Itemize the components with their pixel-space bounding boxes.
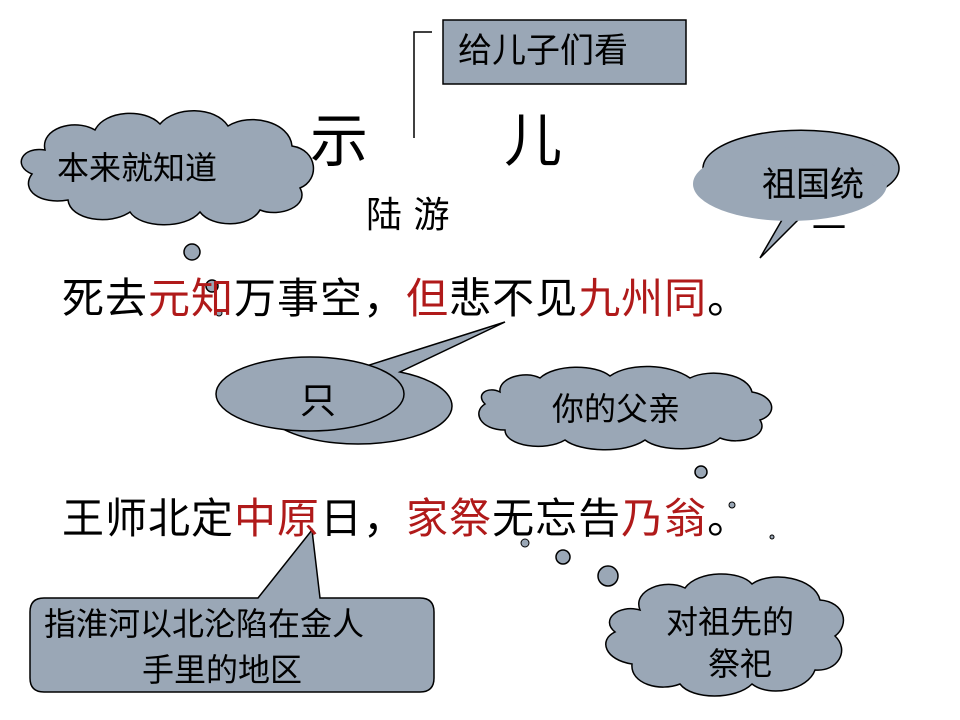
yuanzhi-dot-3: [215, 309, 223, 317]
jiaji-dot-2: [555, 549, 571, 565]
yuanzhi-dot-1: [183, 243, 201, 261]
zhongyuan-note-line-2: 手里的地区: [142, 651, 303, 689]
poem-segment-highlighted: 九州同: [578, 274, 708, 323]
jiaji-dot-3: [597, 565, 619, 587]
poem-segment-highlighted: 乃翁: [621, 494, 708, 543]
naiweng-dot-1: [694, 465, 708, 479]
title-note-box: [442, 19, 687, 85]
jiuzhou-note-line-2: 一: [812, 209, 846, 249]
poem-title-char-1: 示: [310, 107, 369, 175]
poem-line-1: 死去元知万事空，但悲不见九州同。: [62, 278, 750, 320]
jiaji-note-line-2: 祭祀: [708, 645, 773, 683]
poem-segment: 万事空，: [234, 274, 407, 323]
poem-author: 陆 游: [366, 195, 450, 236]
title-bracket-line: [413, 31, 432, 138]
poem-segment: 。: [707, 494, 751, 543]
poem-segment: 悲不见: [449, 274, 579, 323]
yuanzhi-cloud: [20, 110, 315, 226]
poem-segment-highlighted: 家祭: [406, 494, 493, 543]
naiweng-dot-2: [728, 501, 736, 509]
naiweng-cloud: [478, 365, 773, 451]
jiaji-dot-1: [520, 538, 530, 548]
poem-segment: 日，: [320, 494, 407, 543]
poem-segment: 无忘告: [492, 494, 622, 543]
poem-segment-highlighted: 元知: [148, 274, 235, 323]
poem-segment-highlighted: 但: [406, 274, 450, 323]
poem-segment-highlighted: 中原: [234, 494, 321, 543]
poem-line-2: 王师北定中原日，家祭无忘告乃翁。: [62, 498, 750, 540]
poem-segment: 。: [707, 274, 751, 323]
poem-title-char-2: 儿: [504, 107, 563, 175]
poem-segment: 王师北定: [62, 494, 235, 543]
naiweng-dot-3: [769, 534, 775, 540]
jiaji-note-line-1: 对祖先的: [666, 603, 795, 641]
zhongyuan-note-line-1: 指淮河以北沦陷在金人: [44, 605, 365, 643]
title-note-text: 给儿子们看: [458, 31, 628, 71]
jiaji-cloud: [605, 573, 845, 697]
poem-segment: 死去: [62, 274, 149, 323]
yuanzhi-note-text: 本来就知道: [57, 149, 218, 187]
yuanzhi-dot-2: [205, 279, 219, 293]
jiuzhou-note-line-1: 祖国统: [762, 165, 864, 205]
dan-note-text: 只: [300, 381, 337, 422]
naiweng-note-text: 你的父亲: [552, 390, 681, 428]
zhongyuan-callout: [29, 528, 435, 693]
